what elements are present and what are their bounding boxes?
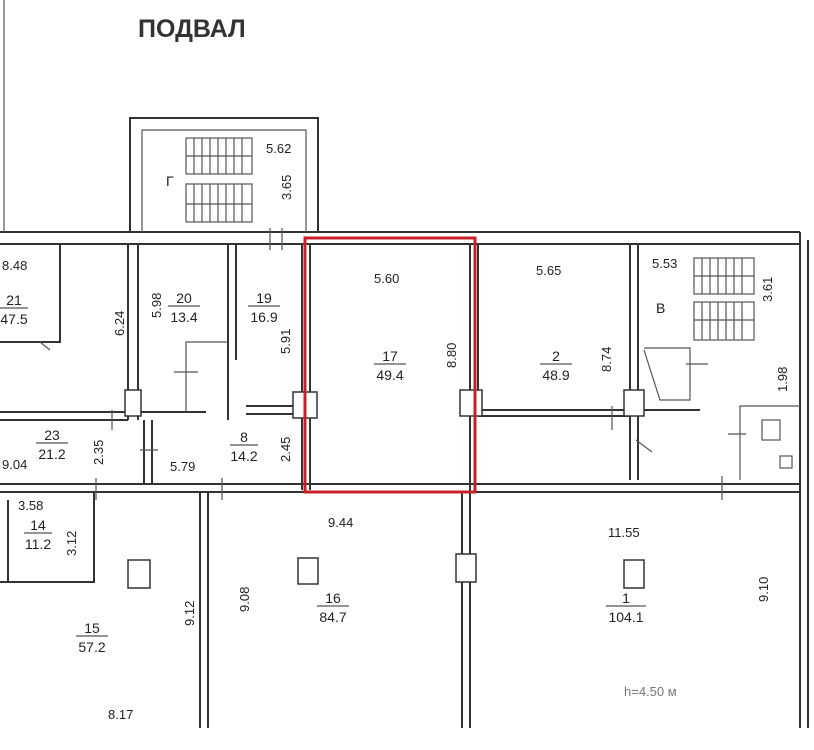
dim-label: 9.44 [328, 515, 353, 530]
room-area: 57.2 [78, 639, 105, 655]
dim-label: 9.10 [756, 577, 771, 602]
dim-label: 3.61 [760, 277, 775, 302]
columns [124, 389, 645, 589]
dim-label: 5.60 [374, 271, 399, 286]
room-area: 48.9 [542, 367, 569, 383]
interior-walls [0, 228, 800, 728]
highlight-room-17[interactable] [303, 236, 477, 494]
dim-label: 3.65 [279, 175, 294, 200]
dim-label: 9.08 [237, 587, 252, 612]
dim-label: 8.48 [2, 258, 27, 273]
room-number: 23 [44, 427, 60, 443]
dimension-labels: 5.62 3.65 8.48 6.24 5.98 5.91 5.60 8.80 … [2, 141, 790, 722]
dim-label: 9.04 [2, 457, 27, 472]
room-number: 19 [256, 290, 272, 306]
room-area: 49.4 [376, 367, 403, 383]
room-number: 20 [176, 290, 192, 306]
room-2[interactable]: 2 48.9 [540, 348, 572, 383]
room-14[interactable]: 14 11.2 [24, 517, 52, 552]
room-16[interactable]: 16 84.7 [317, 590, 349, 625]
dim-label: 5.53 [652, 256, 677, 271]
dim-label: 3.12 [64, 531, 79, 556]
dim-label: 5.65 [536, 263, 561, 278]
room-number: 15 [84, 620, 100, 636]
stair-letter-v: В [656, 300, 665, 316]
room-15[interactable]: 15 57.2 [76, 620, 108, 655]
room-area: 84.7 [319, 609, 346, 625]
room-area: 14.2 [230, 448, 257, 464]
dim-label: 5.62 [266, 141, 291, 156]
ceiling-height: h=4.50 м [624, 684, 677, 699]
room-area: 13.4 [170, 309, 197, 325]
dim-label: 3.58 [18, 498, 43, 513]
room-number: 16 [325, 590, 341, 606]
dim-label: 1.98 [775, 367, 790, 392]
dim-label: 5.91 [278, 329, 293, 354]
dim-label: 8.74 [599, 347, 614, 372]
room-number: 1 [622, 590, 630, 606]
outer-walls [0, 0, 809, 728]
room-number: 21 [6, 292, 22, 308]
room-number: 14 [30, 517, 46, 533]
dim-label: 2.35 [91, 440, 106, 465]
dim-label: 5.98 [149, 293, 164, 318]
room-area: 11.2 [25, 536, 51, 552]
room-1[interactable]: 1 104.1 [606, 590, 646, 625]
dim-label: 8.80 [444, 343, 459, 368]
room-20[interactable]: 20 13.4 [168, 290, 200, 325]
dim-label: 11.55 [608, 525, 640, 540]
stair-letter-g: Г [166, 173, 174, 189]
room-area: 47.5 [0, 311, 27, 327]
room-8[interactable]: 8 14.2 [230, 429, 258, 464]
plan-title: ПОДВАЛ [138, 15, 246, 43]
room-number: 8 [240, 429, 248, 445]
stair-g [185, 137, 253, 223]
room-23[interactable]: 23 21.2 [36, 427, 68, 462]
room-17[interactable]: 17 49.4 [374, 348, 406, 383]
room-19[interactable]: 19 16.9 [248, 290, 280, 325]
room-number: 2 [552, 348, 560, 364]
room-area: 16.9 [250, 309, 277, 325]
dim-label: 5.79 [170, 459, 195, 474]
room-area: 104.1 [608, 609, 643, 625]
stair-v [693, 257, 755, 341]
room-21[interactable]: 21 47.5 [0, 292, 28, 327]
dim-label: 6.24 [112, 311, 127, 336]
dim-label: 2.45 [278, 437, 293, 462]
dim-label: 8.17 [108, 707, 133, 722]
dim-label: 9.12 [182, 601, 197, 626]
room-area: 21.2 [38, 446, 65, 462]
room-number: 17 [382, 348, 398, 364]
